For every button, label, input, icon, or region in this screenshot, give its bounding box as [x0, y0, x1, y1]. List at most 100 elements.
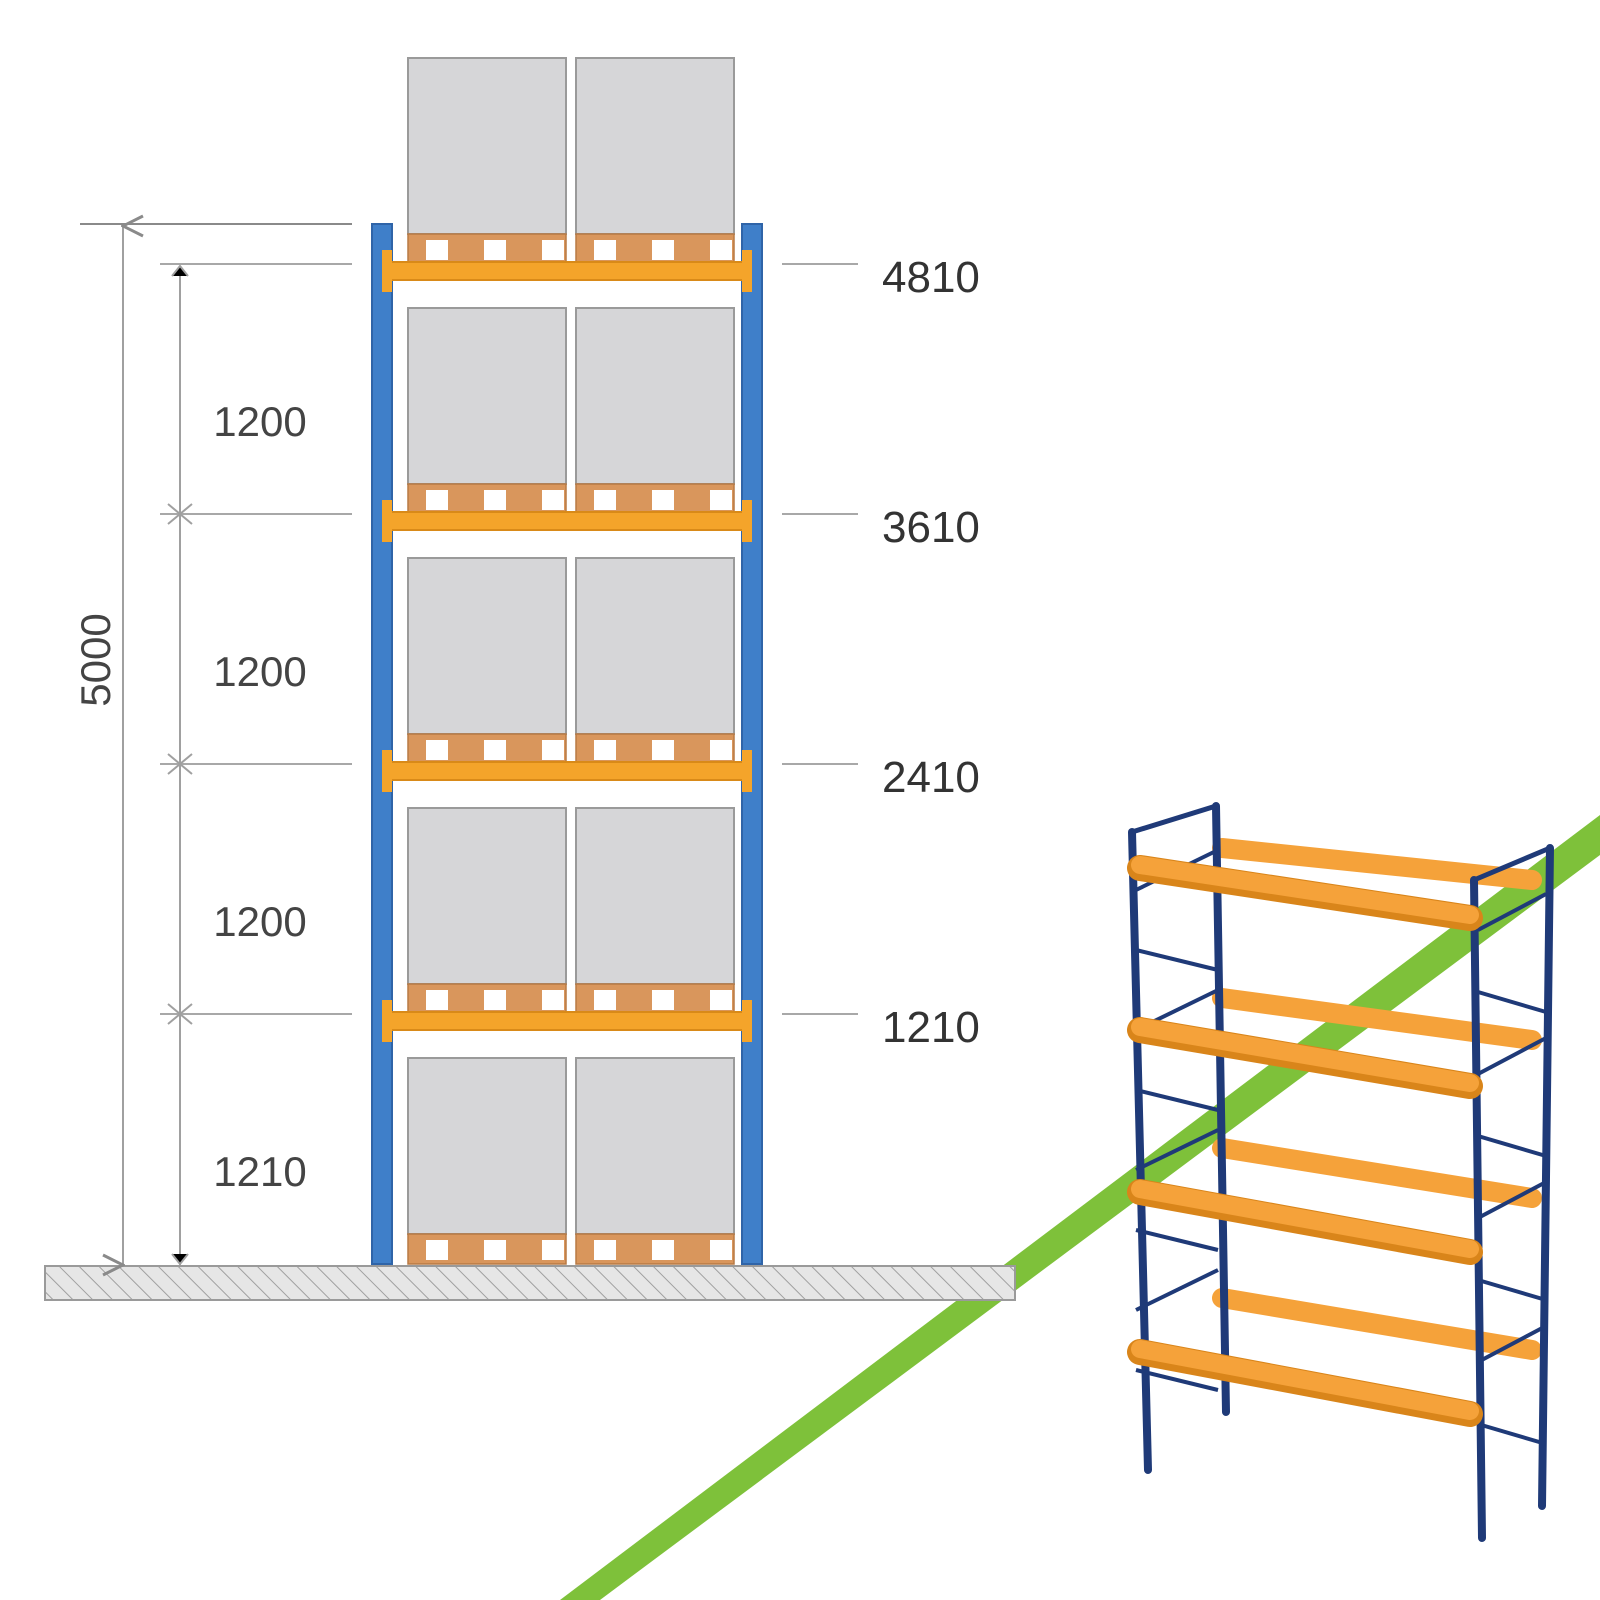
beam-height-4810: 4810	[882, 253, 980, 302]
pallet-gap	[710, 1240, 732, 1260]
pallet-gap	[426, 990, 448, 1010]
frame-brace	[1477, 1422, 1547, 1446]
pallet-gap	[542, 490, 564, 510]
pallet-gap	[652, 990, 674, 1010]
beam-back	[1212, 1288, 1542, 1360]
frame-brace	[1135, 1368, 1219, 1392]
pallet-load	[575, 1057, 735, 1265]
frame-brace	[1477, 1180, 1547, 1220]
pallet-gap	[652, 490, 674, 510]
box	[407, 807, 567, 985]
pallet-load	[407, 557, 567, 765]
beam-connector	[742, 250, 752, 292]
upright-right	[741, 223, 763, 1265]
pallet-gap	[652, 740, 674, 760]
beam-back	[1212, 988, 1542, 1050]
pallet-load	[575, 57, 735, 265]
pallet-gap	[542, 990, 564, 1010]
upright-back-left	[1212, 802, 1230, 1416]
beam	[383, 761, 751, 781]
beam-height-2410: 2410	[882, 753, 980, 802]
pallet-gap	[426, 1240, 448, 1260]
box	[407, 307, 567, 485]
pallet-gap	[542, 740, 564, 760]
box	[575, 557, 735, 735]
pallet-gap	[710, 490, 732, 510]
level-spacing-dimension: 1200 1200 1200 1210	[160, 263, 352, 1266]
pallet-gap	[594, 1240, 616, 1260]
frame-brace	[1135, 948, 1219, 972]
pallet-load	[575, 307, 735, 515]
beam-connector	[742, 500, 752, 542]
frame-brace	[1477, 892, 1547, 932]
pallet-gap	[594, 490, 616, 510]
spacing-label-4: 1210	[213, 1148, 306, 1195]
upright-front-right	[1470, 876, 1486, 1542]
beam-front	[1131, 856, 1479, 924]
box	[407, 557, 567, 735]
beam-height-labels: 4810 3610 2410 1210	[782, 253, 980, 1052]
beam	[383, 261, 751, 281]
beam-height-1210: 1210	[882, 1003, 980, 1052]
pallet-gap	[652, 1240, 674, 1260]
spacing-label-1: 1200	[213, 398, 306, 445]
pallet-load	[575, 557, 735, 765]
pallet-gap	[594, 740, 616, 760]
pallet-gap	[484, 490, 506, 510]
pallet-gap	[426, 240, 448, 260]
beam-back	[1212, 1138, 1542, 1208]
frame-brace	[1135, 1228, 1219, 1252]
beam-front	[1131, 1180, 1479, 1258]
beam-height-3610: 3610	[882, 503, 980, 552]
pallet-gap	[484, 990, 506, 1010]
beam	[383, 511, 751, 531]
frame-brace	[1477, 1324, 1547, 1364]
pallet-gap	[426, 740, 448, 760]
pallet-gap	[594, 990, 616, 1010]
pallet-load	[407, 307, 567, 515]
pallet-gap	[542, 240, 564, 260]
frame-brace	[1477, 1134, 1547, 1158]
floor-slab	[44, 1265, 1016, 1301]
pallet-gap	[484, 240, 506, 260]
pallet-gap	[710, 240, 732, 260]
pallet-gap	[710, 740, 732, 760]
upright-left	[371, 223, 393, 1265]
box	[407, 57, 567, 235]
rack-front-elevation	[371, 57, 763, 1265]
beam-connector	[382, 1000, 392, 1042]
pallet-load	[407, 1057, 567, 1265]
overall-height-label: 5000	[72, 613, 119, 706]
overall-height-dimension: 5000	[72, 224, 352, 1265]
beam-connector	[742, 1000, 752, 1042]
frame-top-brace	[1131, 803, 1217, 835]
spacing-label-3: 1200	[213, 898, 306, 945]
frame-brace	[1477, 1278, 1547, 1302]
pallet-gap	[542, 1240, 564, 1260]
spacing-label-2: 1200	[213, 648, 306, 695]
beam-connector	[742, 750, 752, 792]
box	[575, 57, 735, 235]
pallet-load	[407, 57, 567, 265]
rack-3d-illustration	[1127, 802, 1554, 1542]
beam	[383, 1011, 751, 1031]
upright-back-right	[1538, 844, 1554, 1510]
beam-connector	[382, 500, 392, 542]
pallet-load	[575, 807, 735, 1015]
pallet-gap	[594, 240, 616, 260]
pallet-gap	[426, 490, 448, 510]
pallet-load	[407, 807, 567, 1015]
frame-brace	[1135, 1128, 1219, 1172]
pallet-gap	[484, 1240, 506, 1260]
frame-top-brace	[1473, 845, 1551, 883]
pallet-gap	[710, 990, 732, 1010]
beam-connector	[382, 750, 392, 792]
frame-brace	[1135, 1268, 1219, 1312]
beam-front	[1131, 1340, 1479, 1420]
frame-brace	[1477, 1036, 1547, 1076]
box	[407, 1057, 567, 1235]
box	[575, 307, 735, 485]
beam-front	[1131, 1018, 1479, 1092]
box	[575, 807, 735, 985]
